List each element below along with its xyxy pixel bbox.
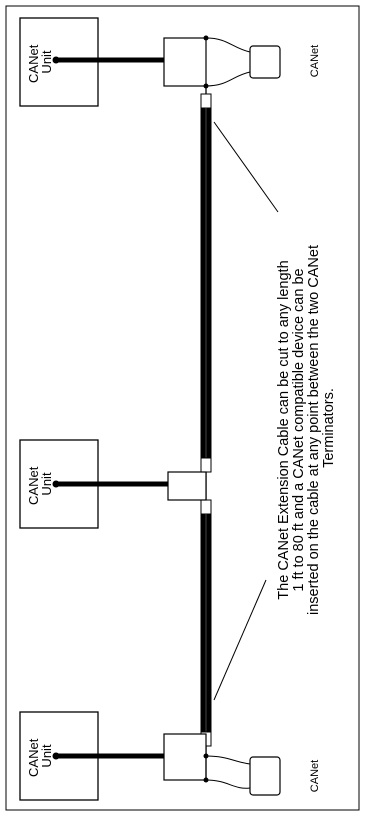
canet-unit-bottom: CANet Unit bbox=[19, 711, 164, 801]
unit-label-line1: CANet bbox=[26, 738, 41, 777]
terminator-wire bbox=[205, 71, 251, 87]
cable-end-dot bbox=[52, 56, 60, 64]
unit-label-line1: CANet bbox=[26, 44, 41, 83]
canet-unit-top: CANet Unit bbox=[19, 17, 164, 107]
unit-label-line2: Unit bbox=[39, 472, 54, 496]
terminator-wire bbox=[205, 779, 251, 789]
annotation-line-2: 1 ft to 80 ft and a CANet compatible dev… bbox=[291, 268, 307, 591]
cable-end-dot bbox=[52, 480, 60, 488]
cable-connector bbox=[200, 499, 212, 515]
unit-label-line1: CANet bbox=[26, 466, 41, 505]
terminator-plug bbox=[249, 45, 281, 79]
unit-label-line2: Unit bbox=[39, 50, 54, 74]
unit-label-line2: Unit bbox=[39, 744, 54, 768]
t-connector-bottom: CANet bbox=[163, 733, 321, 796]
cable-end-dot bbox=[52, 752, 60, 760]
svg-text:CANet Unit: CANet Unit bbox=[26, 41, 54, 83]
annotation-line-4: Terminators. bbox=[321, 388, 337, 468]
terminator-label: CANet bbox=[309, 45, 321, 77]
leader-line bbox=[213, 579, 267, 701]
terminator-wire bbox=[205, 755, 251, 765]
svg-text:CANet Unit: CANet Unit bbox=[26, 463, 54, 505]
cable-connector bbox=[200, 457, 212, 473]
annotation-text: The CANet Extension Cable can be cut to … bbox=[276, 241, 337, 615]
canet-unit-middle: CANet Unit bbox=[19, 439, 207, 529]
annotation-line-1: The CANet Extension Cable can be cut to … bbox=[276, 260, 292, 599]
annotation-line-3: inserted on the cable at any point betwe… bbox=[306, 245, 322, 615]
terminator-plug bbox=[249, 756, 281, 796]
t-connector-body bbox=[167, 471, 207, 501]
diagram-border bbox=[5, 5, 360, 811]
t-connector-body bbox=[163, 37, 207, 87]
terminator-label: CANet bbox=[309, 760, 321, 792]
t-connector-body bbox=[163, 733, 207, 781]
cable-connector bbox=[200, 93, 212, 109]
svg-text:CANet Unit: CANet Unit bbox=[26, 735, 54, 777]
t-connector-top: CANet bbox=[163, 35, 321, 89]
leader-line bbox=[213, 121, 279, 213]
terminator-wire bbox=[205, 37, 251, 53]
